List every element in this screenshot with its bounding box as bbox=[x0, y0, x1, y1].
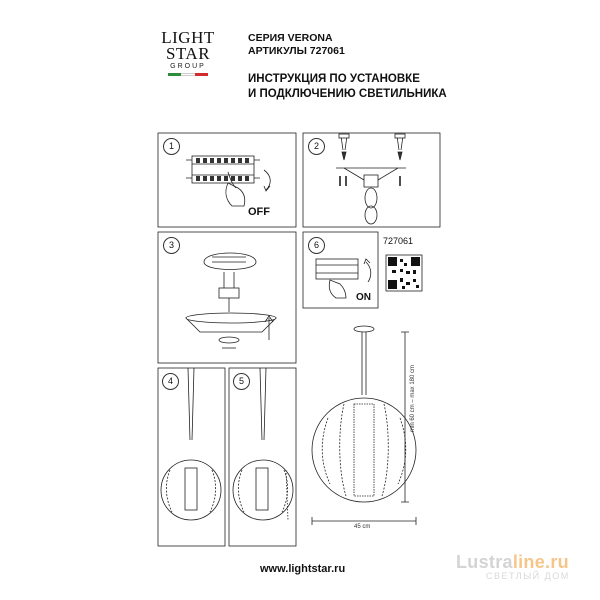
canopy-assembly-illustration bbox=[185, 252, 277, 349]
instruction-title-line2: И ПОДКЛЮЧЕНИЮ СВЕТИЛЬНИКА bbox=[248, 88, 447, 100]
instruction-title-line1: ИНСТРУКЦИЯ ПО УСТАНОВКЕ bbox=[248, 73, 420, 85]
panel-step5 bbox=[228, 367, 297, 547]
panel-step4 bbox=[157, 367, 226, 547]
watermark-part1: Lustra bbox=[456, 552, 513, 572]
screws-icon bbox=[338, 133, 406, 186]
brand-logo: LIGHT STAR GROUP bbox=[160, 28, 216, 76]
step-number-3: 3 bbox=[163, 237, 180, 254]
step-number-6: 6 bbox=[308, 237, 325, 254]
panel-step1 bbox=[157, 132, 297, 228]
height-dimension-label: min 60 cm – max 180 cm bbox=[410, 364, 416, 432]
panel-step3 bbox=[157, 231, 297, 364]
panel-step6 bbox=[302, 231, 379, 309]
step-number-1: 1 bbox=[163, 138, 180, 155]
step4-shade-illustration bbox=[160, 367, 222, 521]
rotate-arrow-icon bbox=[263, 169, 271, 191]
italian-flag-icon bbox=[168, 73, 208, 76]
logo-line2: STAR bbox=[165, 44, 211, 63]
terminal-block-illustration bbox=[191, 155, 255, 184]
step-number-2: 2 bbox=[308, 138, 325, 155]
website-url: www.lightstar.ru bbox=[260, 563, 346, 575]
step1-off-label: OFF bbox=[248, 206, 270, 218]
width-dimension-label: 45 cm bbox=[354, 524, 371, 530]
step6-on-label: ON bbox=[356, 292, 371, 303]
product-article: 727061 bbox=[383, 236, 414, 246]
series-title: СЕРИЯ VERONA bbox=[248, 32, 333, 44]
panel-step2 bbox=[302, 132, 441, 228]
hand-icon bbox=[225, 182, 246, 207]
watermark-logo: Lustraline.ru СВЕТЛЫЙ ДОМ bbox=[456, 552, 570, 581]
articles-title: АРТИКУЛЫ 727061 bbox=[248, 45, 345, 57]
up-arrow-icon bbox=[264, 315, 274, 323]
watermark-tagline: СВЕТЛЫЙ ДОМ bbox=[486, 571, 570, 581]
document-header: СЕРИЯ VERONA АРТИКУЛЫ 727061 ИНСТРУКЦИЯ … bbox=[248, 32, 447, 102]
step-number-5: 5 bbox=[233, 373, 250, 390]
terminal-block-on-illustration bbox=[315, 258, 372, 299]
watermark-part2: line.ru bbox=[512, 552, 569, 572]
step5-shade-illustration bbox=[232, 367, 294, 521]
logo-line3: GROUP bbox=[170, 63, 206, 70]
ceiling-hook-illustration bbox=[336, 167, 406, 225]
logo-line1: LIGHT bbox=[161, 28, 215, 47]
product-pendant-illustration bbox=[311, 325, 417, 525]
step-number-4: 4 bbox=[162, 373, 179, 390]
